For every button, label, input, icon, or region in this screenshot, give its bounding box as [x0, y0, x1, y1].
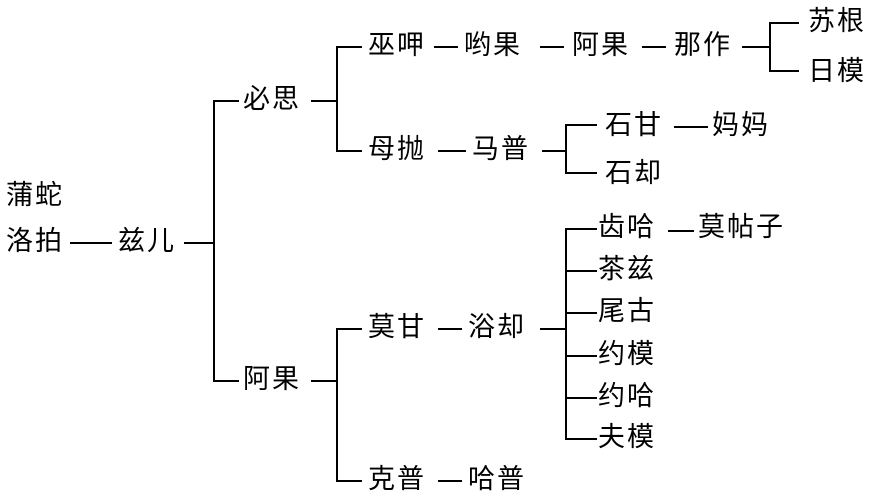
- node-chazi: 茶兹: [598, 254, 656, 285]
- node-ague: 阿果: [243, 364, 301, 395]
- node-rimo: 日模: [808, 56, 866, 87]
- branch-line: [565, 228, 567, 440]
- connector: [565, 270, 597, 272]
- connector: [642, 46, 666, 48]
- node-yuemo: 约模: [598, 339, 656, 370]
- root-name-line2: 洛拍: [6, 226, 64, 257]
- connector: [438, 480, 462, 482]
- branch-line: [336, 328, 338, 482]
- node-mogan: 莫甘: [368, 312, 426, 343]
- connector: [311, 380, 337, 382]
- node-weigu: 尾古: [598, 296, 656, 327]
- connector: [336, 150, 362, 152]
- branch-line: [565, 124, 567, 174]
- node-chiha: 齿哈: [598, 212, 656, 243]
- connector: [742, 46, 770, 48]
- connector: [565, 172, 597, 174]
- node-ziyer: 兹儿: [118, 226, 176, 257]
- connector: [336, 46, 362, 48]
- connector: [769, 22, 799, 24]
- connector: [565, 397, 597, 399]
- branch-line: [336, 46, 338, 152]
- connector: [565, 312, 597, 314]
- branch-line: [213, 100, 215, 382]
- connector: [213, 100, 239, 102]
- node-hapu: 哈普: [468, 464, 526, 495]
- node-shique: 石却: [605, 158, 663, 189]
- connector: [565, 355, 597, 357]
- node-sugen: 苏根: [808, 6, 866, 37]
- connector: [336, 328, 362, 330]
- connector: [311, 100, 337, 102]
- connector: [540, 328, 566, 330]
- connector: [565, 124, 597, 126]
- connector: [668, 230, 694, 232]
- node-mama: 妈妈: [712, 110, 770, 141]
- node-ague2: 阿果: [572, 30, 630, 61]
- connector: [434, 46, 458, 48]
- node-nazuo: 那作: [674, 30, 732, 61]
- node-wujia: 巫呷: [368, 30, 426, 61]
- node-motiezi: 莫帖子: [698, 212, 785, 243]
- connector: [769, 70, 799, 72]
- connector: [70, 242, 112, 244]
- connector: [565, 228, 597, 230]
- connector: [565, 438, 597, 440]
- root-name-line1: 蒲蛇: [6, 180, 64, 211]
- node-yougue: 哟果: [464, 30, 522, 61]
- connector: [184, 242, 214, 244]
- connector: [336, 480, 362, 482]
- connector: [213, 380, 239, 382]
- node-mapu: 马普: [472, 134, 530, 165]
- node-mupao: 母抛: [368, 134, 426, 165]
- connector: [542, 150, 566, 152]
- node-fumo: 夫模: [598, 422, 656, 453]
- node-yueha: 约哈: [598, 381, 656, 412]
- node-bisi: 必思: [243, 84, 301, 115]
- node-kepu: 克普: [368, 464, 426, 495]
- node-yuque: 浴却: [468, 312, 526, 343]
- connector: [540, 46, 564, 48]
- connector: [438, 328, 462, 330]
- branch-line: [769, 22, 771, 72]
- connector: [674, 126, 708, 128]
- node-shigan: 石甘: [605, 110, 663, 141]
- connector: [438, 150, 466, 152]
